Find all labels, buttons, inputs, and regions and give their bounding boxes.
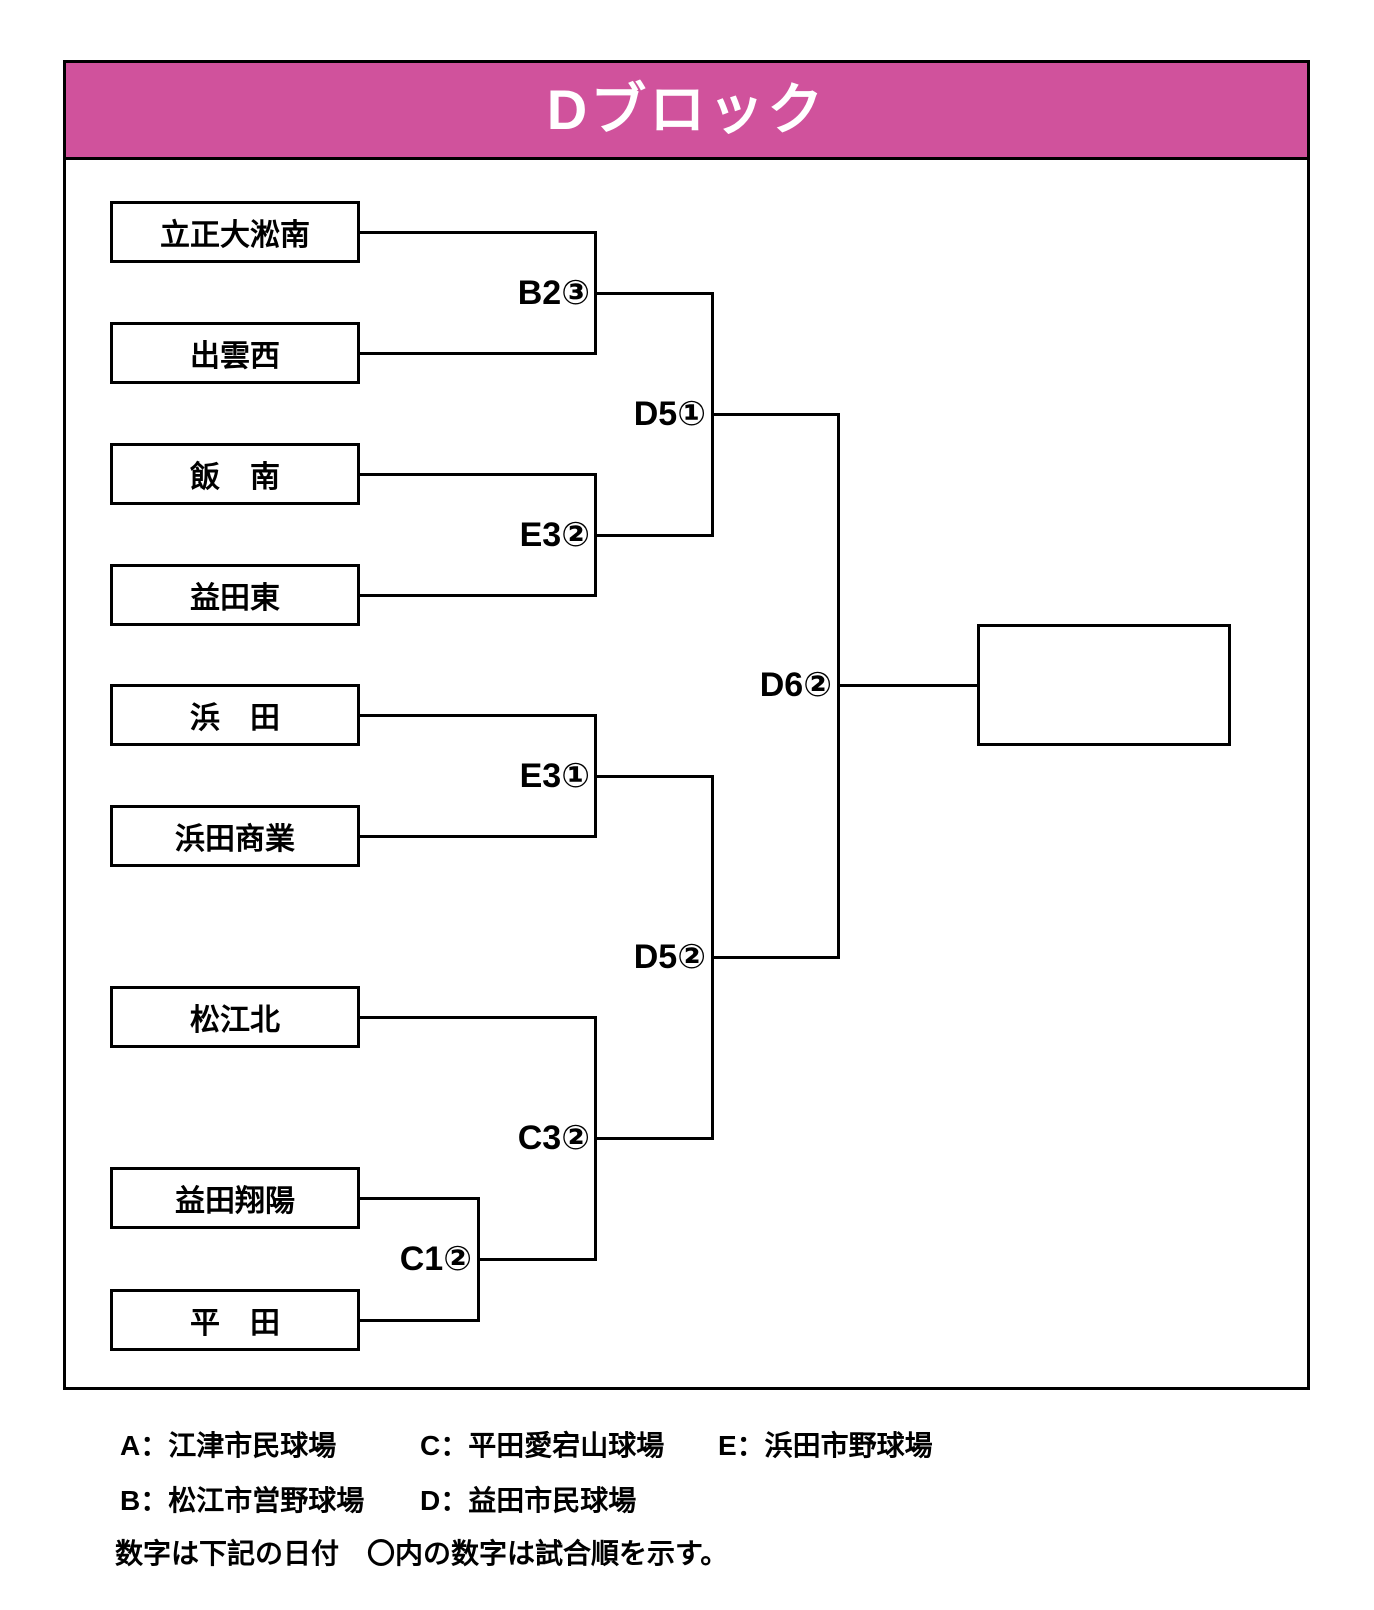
bracket-line — [358, 473, 597, 476]
legend-venue-e: E：浜田市野球場 — [718, 1430, 933, 1461]
team-box-matsue-kita: 松江北 — [110, 986, 360, 1048]
bracket-line — [358, 1197, 480, 1200]
bracket-line — [358, 352, 597, 355]
legend-venue-d: D：益田市民球場 — [420, 1485, 637, 1516]
team-box-hamada-shogyo: 浜田商業 — [110, 805, 360, 867]
match-label-b2-3: B2③ — [517, 274, 590, 312]
legend-venue-a: A：江津市民球場 — [120, 1430, 337, 1461]
bracket-line — [358, 714, 597, 717]
bracket-line — [358, 231, 597, 234]
match-label-d5-1: D5① — [633, 395, 706, 433]
header-band: Dブロック — [63, 60, 1310, 160]
bracket-line — [477, 1258, 597, 1261]
bracket-line — [358, 1016, 597, 1019]
team-box-masuda-shoyo: 益田翔陽 — [110, 1167, 360, 1229]
bracket-line — [594, 534, 714, 537]
bracket-line — [358, 835, 597, 838]
bracket-line — [711, 956, 840, 959]
team-box-iinan: 飯 南 — [110, 443, 360, 505]
bracket-line — [594, 775, 714, 778]
bracket-line — [358, 1319, 480, 1322]
team-box-izumo-nishi: 出雲西 — [110, 322, 360, 384]
legend-venue-b: B：松江市営野球場 — [120, 1485, 365, 1516]
bracket-line — [594, 292, 714, 295]
match-label-d5-2: D5② — [633, 938, 706, 976]
bracket-line — [358, 594, 597, 597]
page-title: Dブロック — [546, 78, 827, 141]
bracket-line — [711, 413, 840, 416]
team-box-hamada: 浜 田 — [110, 684, 360, 746]
team-box-hirata: 平 田 — [110, 1289, 360, 1351]
match-label-c1-2: C1② — [399, 1240, 472, 1278]
match-label-e3-1: E3① — [519, 757, 590, 795]
bracket-line — [837, 684, 977, 687]
legend-venue-c: C：平田愛宕山球場 — [420, 1430, 665, 1461]
bracket-line — [594, 1137, 714, 1140]
legend-note: 数字は下記の日付 〇内の数字は試合順を示す。 — [115, 1538, 729, 1569]
champion-box — [977, 624, 1231, 746]
team-box-masuda-higashi: 益田東 — [110, 564, 360, 626]
team-box-risshodai-shonan: 立正大淞南 — [110, 201, 360, 263]
match-label-e3-2: E3② — [519, 516, 590, 554]
match-label-d6-2: D6② — [759, 666, 832, 704]
match-label-c3-2: C3② — [517, 1119, 590, 1157]
